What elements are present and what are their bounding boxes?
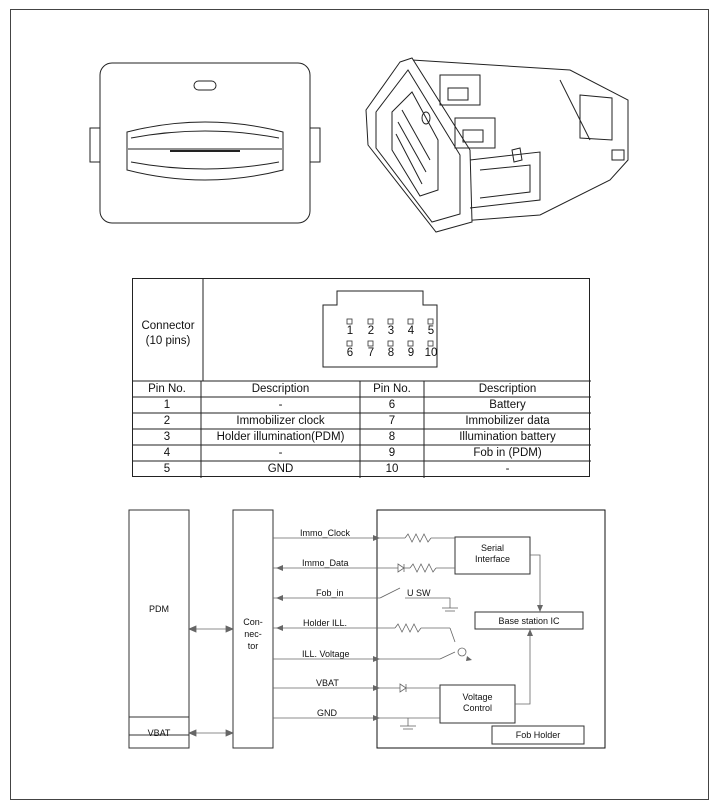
connector-block-label: Con- nec- tor xyxy=(233,616,273,652)
table-cell: 6 xyxy=(388,399,396,411)
connector-label: Connector (10 pins) xyxy=(133,319,203,349)
pin-number: 8 xyxy=(387,347,395,359)
pin-squares xyxy=(346,318,434,347)
base-station-label: Base station IC xyxy=(498,616,560,626)
table-header: Description xyxy=(251,383,310,395)
signal-lines xyxy=(273,533,541,730)
voltage-control-label: Voltage Control xyxy=(440,692,515,714)
connector-block-line: nec- xyxy=(244,629,262,639)
table-header: Pin No. xyxy=(148,383,186,395)
pin-number: 4 xyxy=(407,325,415,337)
voltage-control-line: Voltage xyxy=(462,692,493,702)
perspective-view-illustration xyxy=(365,57,629,233)
table-cell: Immobilizer clock xyxy=(236,415,325,427)
pin-number: 1 xyxy=(346,325,354,337)
serial-interface-line: Interface xyxy=(474,554,511,564)
pin-number: 10 xyxy=(424,347,438,359)
signal-label: Holder ILL. xyxy=(303,618,348,628)
table-cell: 1 xyxy=(163,399,171,411)
table-cell: 7 xyxy=(388,415,396,427)
signal-label: Fob_in xyxy=(316,588,344,598)
serial-interface-block xyxy=(454,536,531,575)
base-station-block xyxy=(474,611,584,630)
pin-number: 9 xyxy=(407,347,415,359)
table-cell: GND xyxy=(267,463,294,475)
pin-table-grid xyxy=(133,279,591,478)
table-cell: - xyxy=(278,399,283,411)
table-cell: Battery xyxy=(489,399,526,411)
signal-label: VBAT xyxy=(316,678,339,688)
vbat-block-label: VBAT xyxy=(147,728,171,738)
voltage-control-line: Control xyxy=(462,703,492,713)
signal-arrowheads xyxy=(276,535,543,721)
vbat-block xyxy=(128,716,190,749)
front-view-illustration xyxy=(89,62,321,224)
table-header: Description xyxy=(478,383,537,395)
table-cell: 9 xyxy=(388,447,396,459)
pdm-block xyxy=(128,509,190,736)
table-cell: - xyxy=(505,463,510,475)
connector-label-line2: (10 pins) xyxy=(145,335,191,347)
pin-number: 3 xyxy=(387,325,395,337)
table-cell: 2 xyxy=(163,415,171,427)
table-cell: 4 xyxy=(163,447,171,459)
table-cell: - xyxy=(278,447,283,459)
fob-holder-label-box xyxy=(491,725,585,745)
side-arrows xyxy=(187,625,235,737)
signal-label: Immo_Data xyxy=(302,558,349,568)
signal-label: GND xyxy=(317,708,337,718)
fob-holder-label: Fob Holder xyxy=(515,730,561,740)
signal-label: Immo_Clock xyxy=(300,528,351,538)
connector-block-line: Con- xyxy=(243,617,263,627)
usw-label: U SW xyxy=(407,588,431,598)
table-cell: 5 xyxy=(163,463,171,475)
serial-interface-label: Serial Interface xyxy=(455,543,530,565)
pdm-label: PDM xyxy=(149,604,169,614)
table-cell: 8 xyxy=(388,431,396,443)
pin-number: 7 xyxy=(367,347,375,359)
table-cell: Holder illumination(PDM) xyxy=(216,431,345,443)
pin-number: 2 xyxy=(367,325,375,337)
table-cell: Illumination battery xyxy=(459,431,556,443)
table-cell: 10 xyxy=(385,463,399,475)
pin-number: 6 xyxy=(346,347,354,359)
table-cell: 3 xyxy=(163,431,171,443)
table-header: Pin No. xyxy=(373,383,411,395)
pin-number: 5 xyxy=(427,325,435,337)
connector-block-line: tor xyxy=(247,641,259,651)
connector-label-line1: Connector xyxy=(141,320,195,332)
page-frame xyxy=(10,9,709,800)
table-cell: Fob in (PDM) xyxy=(473,447,542,459)
pin-table: Connector (10 pins) 1 2 3 4 5 6 7 8 9 10… xyxy=(132,278,591,478)
table-cell: Immobilizer data xyxy=(465,415,550,427)
fob-holder-box xyxy=(376,509,606,749)
serial-interface-line: Serial xyxy=(480,543,504,553)
signal-label: ILL. Voltage xyxy=(302,649,350,659)
